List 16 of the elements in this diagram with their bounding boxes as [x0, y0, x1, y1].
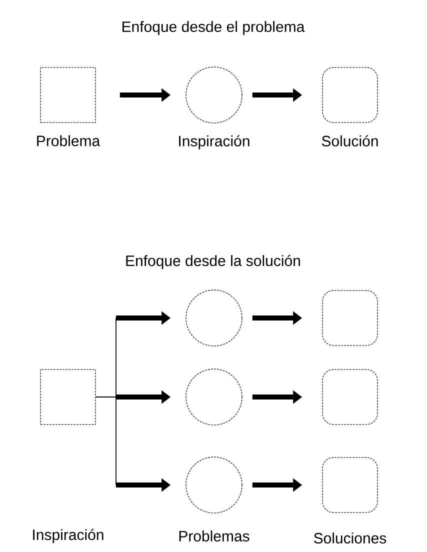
section-heading: Enfoque desde la solución [126, 254, 300, 270]
circle-shape [186, 368, 242, 426]
circle-shape [186, 456, 242, 514]
circle-shape [186, 290, 242, 346]
node-caption: Inspiración [179, 135, 250, 150]
column-label: Soluciones [314, 532, 386, 544]
rounded-box [322, 290, 378, 346]
node-caption: Solución [322, 135, 378, 146]
node-caption: Problema [37, 135, 100, 146]
rounded-box [322, 369, 378, 425]
square-box [40, 369, 96, 425]
column-label: Problemas [179, 530, 250, 542]
branch-line [95, 318, 116, 486]
section-heading: Enfoque desde el problema [122, 21, 305, 35]
rounded-box [322, 457, 378, 513]
column-label: Inspiración [33, 528, 104, 544]
